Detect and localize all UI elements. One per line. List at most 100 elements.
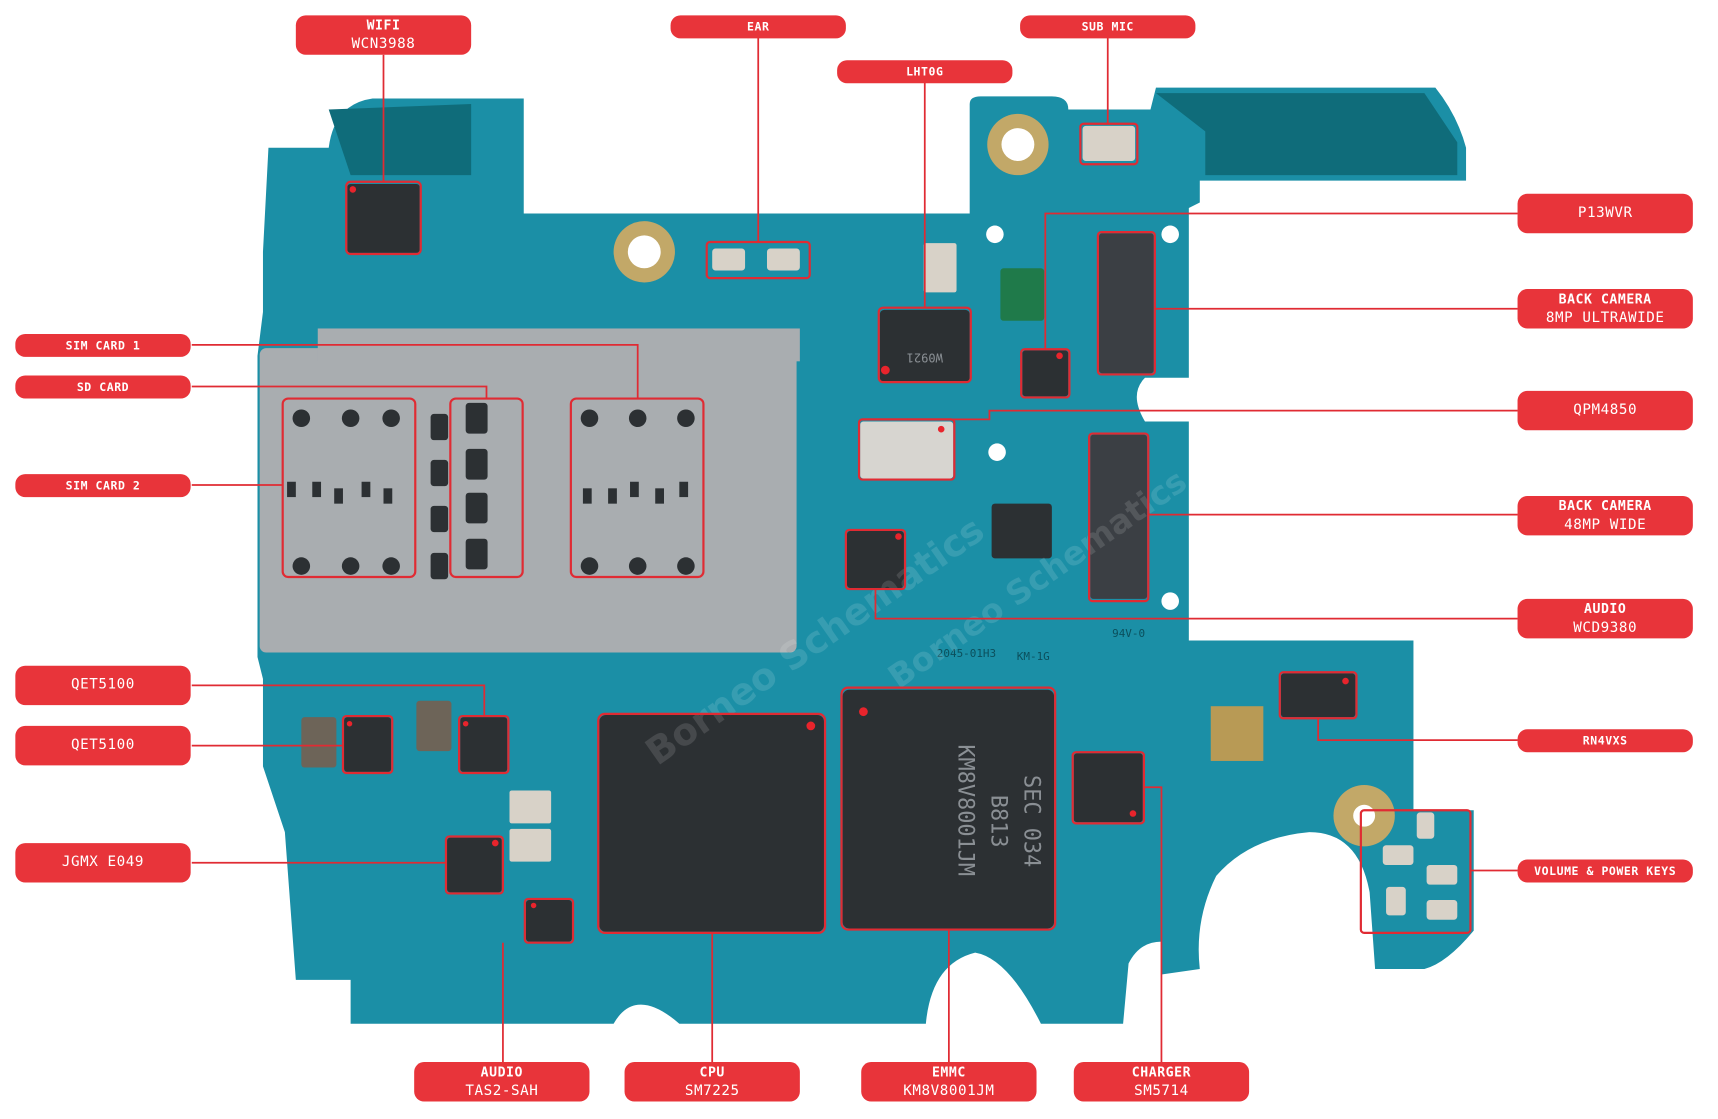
label-qet5100-a: QET5100 — [15, 665, 191, 706]
mounting-hole — [613, 221, 675, 283]
key-contact — [1386, 886, 1406, 916]
highlight-audio-tas — [523, 897, 575, 944]
label-sub-mic-title: SUB MIC — [1081, 20, 1134, 34]
label-qpm4850-title: QPM4850 — [1573, 401, 1638, 419]
audio-amp-chip — [525, 900, 572, 942]
label-audio-tas2: AUDIO TAS2-SAH — [414, 1062, 590, 1102]
lht0g-chip — [879, 309, 970, 383]
label-qet5100-b-title: QET5100 — [71, 736, 135, 754]
emmc-marking-2: B813 — [986, 795, 1011, 848]
label-charger-title: CHARGER — [1131, 1064, 1192, 1080]
label-emmc-sub: KM8V8001JM — [903, 1082, 995, 1100]
sim-card-1-contacts — [287, 409, 400, 575]
label-sub-mic: SUB MIC — [1020, 15, 1196, 39]
label-rn4vxs-title: RN4VXS — [1582, 734, 1628, 748]
highlight-sub-mic — [1079, 122, 1139, 166]
emmc-chip — [842, 689, 1055, 929]
ear-contact — [712, 248, 746, 271]
sub-mic-component — [1082, 125, 1136, 161]
p13wvr-chip — [1022, 350, 1069, 397]
label-back-camera-wide: BACK CAMERA 48MP WIDE — [1517, 495, 1693, 536]
label-emmc-title: EMMC — [931, 1064, 966, 1080]
highlight-back-camera-wide — [1088, 432, 1150, 603]
label-charger-sub: SM5714 — [1134, 1082, 1189, 1100]
label-back-camera-uw-title: BACK CAMERA — [1558, 291, 1652, 307]
lht0g-marking: W0921 — [907, 351, 943, 365]
sim-card-2-contacts — [580, 409, 695, 575]
label-back-camera-wide-title: BACK CAMERA — [1558, 498, 1652, 514]
label-qet5100-a-title: QET5100 — [71, 676, 135, 694]
inductor — [509, 790, 552, 824]
label-back-camera-wide-sub: 48MP WIDE — [1564, 516, 1647, 534]
label-rn4vxs: RN4VXS — [1517, 729, 1693, 753]
rn4vxs-chip — [1280, 673, 1356, 718]
label-audio-wcd-title: AUDIO — [1584, 601, 1627, 617]
label-wifi-title: WIFI — [366, 17, 401, 33]
label-wifi-sub: WCN3988 — [351, 36, 416, 53]
label-audio-tas-sub: TAS2-SAH — [465, 1082, 539, 1100]
label-audio-tas-title: AUDIO — [480, 1064, 523, 1080]
key-contact — [1426, 900, 1458, 920]
wcd9380-chip — [846, 531, 904, 588]
via-hole — [988, 443, 1006, 461]
label-back-camera-uw-sub: 8MP ULTRAWIDE — [1545, 309, 1665, 327]
label-sim-card-1-title: SIM CARD 1 — [65, 338, 141, 353]
label-sd-card-title: SD CARD — [76, 380, 130, 394]
qet5100-chip-a — [344, 717, 392, 772]
highlight-jgmx — [444, 835, 505, 895]
sensor-component — [1000, 268, 1045, 321]
pcb-silkscreen: 94V-0 — [1112, 627, 1145, 640]
key-contact — [1416, 812, 1435, 839]
label-p13wvr-title: P13WVR — [1577, 204, 1633, 222]
label-qpm4850: QPM4850 — [1517, 390, 1693, 431]
pcb-silkscreen: 2045-01H3 — [937, 647, 996, 660]
label-sim-card-2: SIM CARD 2 — [15, 474, 191, 498]
label-emmc: EMMC KM8V8001JM — [861, 1062, 1037, 1102]
label-lht0g: LHT0G — [837, 60, 1013, 84]
label-charger: CHARGER SM5714 — [1073, 1062, 1250, 1102]
highlight-back-camera-uw — [1096, 231, 1156, 376]
charger-chip — [1073, 753, 1143, 823]
label-back-camera-ultrawide: BACK CAMERA 8MP ULTRAWIDE — [1517, 289, 1693, 329]
label-jgmx-title: JGMX E049 — [61, 854, 145, 871]
mounting-hole — [1333, 785, 1395, 847]
highlight-sim-card-2 — [281, 397, 417, 579]
label-ear: EAR — [670, 15, 846, 39]
label-wifi: WIFI WCN3988 — [295, 15, 472, 55]
label-cpu-sub: SM7225 — [684, 1082, 740, 1100]
cpu-chip — [599, 714, 824, 932]
qet5100-chip-b — [460, 717, 508, 772]
qpm4850-chip — [860, 421, 954, 479]
sd-card-contacts — [430, 402, 488, 580]
label-volume-power-title: VOLUME & POWER KEYS — [1534, 864, 1677, 878]
label-audio-wcd9380: AUDIO WCD9380 — [1517, 598, 1693, 639]
pcb-dark-region — [1155, 93, 1458, 176]
inductor — [509, 828, 552, 862]
data-matrix-code — [1210, 706, 1264, 761]
label-cpu-title: CPU — [699, 1064, 725, 1080]
highlight-volume-keys — [1359, 809, 1472, 934]
ear-contact — [766, 248, 800, 271]
back-camera-ultrawide-connector — [1098, 233, 1154, 374]
pin1-markers — [346, 186, 1349, 909]
label-sd-card: SD CARD — [15, 375, 191, 399]
ic-component — [991, 503, 1052, 559]
mounting-hole — [987, 113, 1049, 176]
label-volume-power-keys: VOLUME & POWER KEYS — [1517, 859, 1693, 883]
inductor — [416, 700, 452, 752]
label-p13wvr: P13WVR — [1517, 193, 1693, 234]
via-hole — [986, 225, 1004, 244]
label-sim-card-1: SIM CARD 1 — [15, 333, 191, 357]
label-jgmx: JGMX E049 — [15, 843, 191, 883]
via-hole — [1161, 225, 1179, 244]
back-camera-wide-connector — [1090, 434, 1148, 599]
highlight-qet5100-b — [458, 714, 510, 775]
label-ear-title: EAR — [747, 20, 770, 34]
label-qet5100-b: QET5100 — [15, 725, 191, 766]
emmc-marking: KM8V8001JM — [953, 744, 978, 876]
pcb-dark-region — [328, 104, 472, 176]
key-contact — [1382, 845, 1414, 865]
label-cpu: CPU SM7225 — [624, 1062, 800, 1102]
